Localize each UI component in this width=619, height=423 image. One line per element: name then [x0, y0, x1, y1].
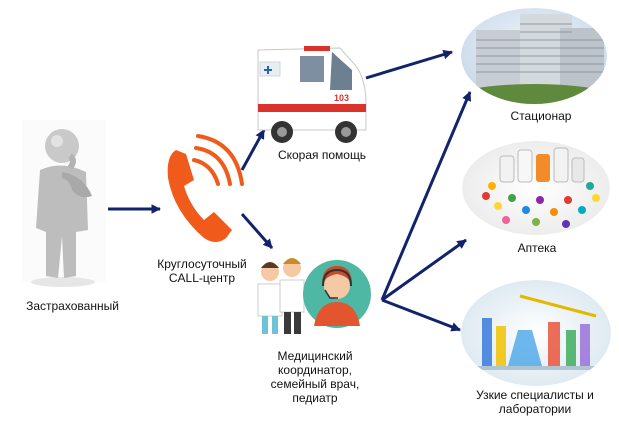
call-center-label: Круглосуточный CALL-центр [138, 257, 266, 285]
coordinator-label-line3: семейный врач, [270, 377, 360, 391]
arrow-callcenter-to-coordinator [240, 213, 274, 249]
ambulance-number: 103 [334, 93, 349, 103]
arrow-coordinator-to-specialists [381, 298, 461, 332]
coordinator-label-line2: координатор, [278, 363, 352, 377]
flow-arrows [108, 49, 472, 332]
pharmacy-label: Аптека [517, 241, 557, 255]
doctor-icon [279, 258, 305, 334]
coordinator-label-line4: педиатр [292, 391, 338, 405]
call-center-label-line2: CALL-центр [168, 271, 236, 285]
specialists-label-line2: лаборатории [498, 402, 572, 416]
hospital-label: Стационар [510, 109, 572, 123]
arrow-coordinator-to-hospital [380, 91, 472, 301]
coordinator-label: Медицинский координатор, семейный врач, … [250, 349, 380, 405]
arrow-ambulance-to-hospital [365, 49, 453, 80]
operator-headset-icon [303, 260, 371, 328]
arrow-callcenter-to-ambulance [240, 129, 266, 171]
doctor-icon [257, 262, 283, 334]
laboratory-image [461, 280, 611, 386]
phone-icon [167, 134, 244, 242]
arrow-coordinator-to-pharmacy [381, 238, 467, 302]
coordinator-label-line1: Медицинский [277, 349, 353, 363]
ambulance-icon: 103 [257, 46, 367, 143]
specialists-label: Узкие специалисты и лаборатории [460, 388, 610, 416]
coordinator-illustration [257, 258, 371, 334]
hospital-image [461, 8, 607, 104]
pharmacy-image [462, 141, 610, 235]
specialists-label-line1: Узкие специалисты и [476, 388, 594, 402]
insured-person-icon [22, 120, 106, 287]
call-center-label-line1: Круглосуточный [157, 257, 247, 271]
insured-label: Застрахованный [26, 299, 119, 313]
ambulance-label: Скорая помощь [277, 148, 367, 162]
